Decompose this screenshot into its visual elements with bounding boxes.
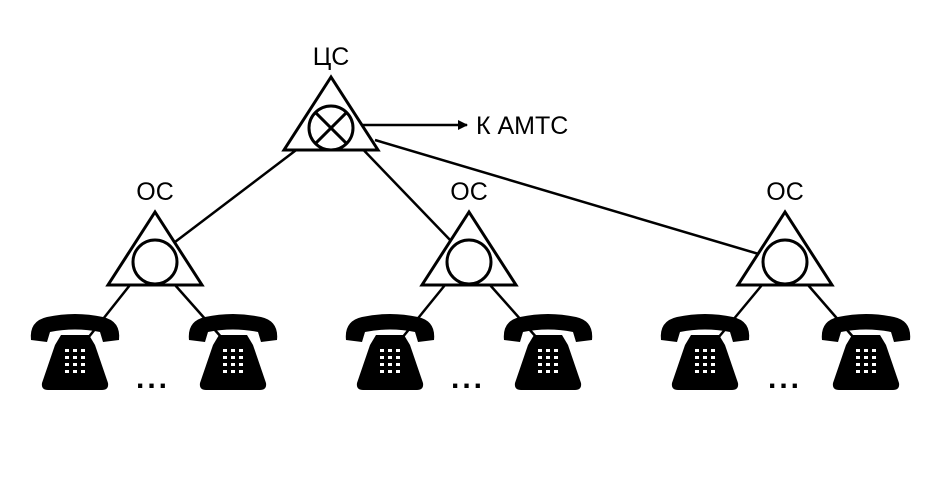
link-cs-os-3 bbox=[374, 138, 763, 257]
telephone-icon bbox=[503, 314, 593, 390]
crossed-circle-in-triangle-icon bbox=[281, 74, 381, 152]
end-station-1: ОС ... bbox=[30, 178, 278, 395]
telephone-icon bbox=[345, 314, 435, 390]
telephone-icon bbox=[188, 314, 278, 390]
end-station-1-label: ОС bbox=[136, 178, 174, 206]
telephone-icon bbox=[30, 314, 120, 390]
circle-in-triangle-icon bbox=[419, 209, 519, 287]
telephone-icon bbox=[660, 314, 750, 390]
end-station-2-label: ОС bbox=[450, 178, 488, 206]
central-station: ЦС bbox=[281, 43, 381, 152]
telephone-icon bbox=[821, 314, 911, 390]
link-cs-os-1 bbox=[174, 137, 313, 243]
circle-in-triangle-icon bbox=[105, 209, 205, 287]
links bbox=[87, 137, 855, 339]
subscribers-ellipsis: ... bbox=[136, 362, 170, 395]
end-station-2: ОС ... bbox=[345, 178, 593, 395]
circle-in-triangle-icon bbox=[735, 209, 835, 287]
subscribers-ellipsis: ... bbox=[451, 362, 485, 395]
end-station-3-label: ОС bbox=[766, 178, 804, 206]
end-station-3: ОС ... bbox=[660, 178, 911, 395]
link-cs-os-2 bbox=[351, 137, 453, 243]
amts-label: К АМТС bbox=[476, 112, 568, 140]
central-station-label: ЦС bbox=[313, 43, 350, 71]
subscribers-ellipsis: ... bbox=[768, 362, 802, 395]
